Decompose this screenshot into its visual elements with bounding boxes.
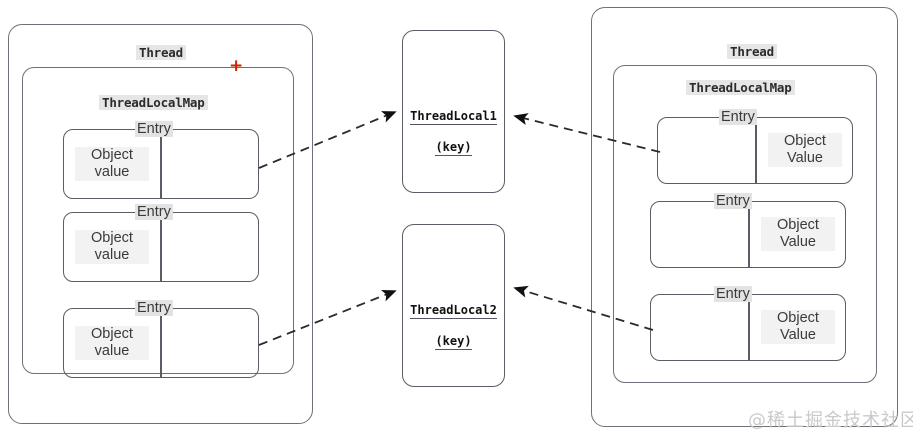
left-thread-label: Thread <box>136 45 186 60</box>
left-entry-label-2: Entry <box>135 204 173 220</box>
right-entry-label-3: Entry <box>714 286 752 302</box>
right-entry-value-2: Object Value <box>761 217 835 251</box>
right-thread-outer-box <box>591 7 898 427</box>
threadlocal1-name: ThreadLocal1 <box>410 109 497 125</box>
left-entry-divider-1 <box>160 129 162 199</box>
left-entry-value-1: Object value <box>75 147 149 181</box>
right-entry-label-1: Entry <box>719 109 757 125</box>
right-threadlocalmap-label: ThreadLocalMap <box>686 80 795 95</box>
right-thread-label: Thread <box>727 44 777 59</box>
left-thread-outer-box <box>8 24 313 424</box>
right-entry-label-2: Entry <box>714 193 752 209</box>
threadlocal1-role: (key) <box>435 140 472 156</box>
left-entry-value-2: Object value <box>75 230 149 264</box>
threadlocal1-box[interactable] <box>402 30 505 193</box>
left-entry-value-3: Object value <box>75 326 149 360</box>
left-entry-label-1: Entry <box>135 121 173 137</box>
left-threadlocalmap-label: ThreadLocalMap <box>99 95 208 110</box>
threadlocal1-text: ThreadLocal1 (key) <box>402 94 505 156</box>
threadlocal2-role: (key) <box>435 334 472 350</box>
right-entry-value-1: Object Value <box>768 133 842 167</box>
left-entry-divider-3 <box>160 308 162 378</box>
threadlocal2-text: ThreadLocal2 (key) <box>402 288 505 350</box>
right-entry-divider-2 <box>748 201 750 268</box>
watermark: @稀土掘金技术社区 <box>748 410 913 431</box>
threadlocal2-name: ThreadLocal2 <box>410 303 497 319</box>
right-entry-value-3: Object Value <box>761 310 835 344</box>
plus-marker-icon: + <box>229 56 244 76</box>
right-entry-divider-1 <box>755 117 757 184</box>
left-entry-label-3: Entry <box>135 300 173 316</box>
left-threadlocalmap-box <box>22 67 294 374</box>
left-entry-divider-2 <box>160 212 162 282</box>
threadlocal2-box[interactable] <box>402 224 505 387</box>
right-entry-divider-3 <box>748 294 750 361</box>
right-threadlocalmap-box <box>613 65 877 383</box>
